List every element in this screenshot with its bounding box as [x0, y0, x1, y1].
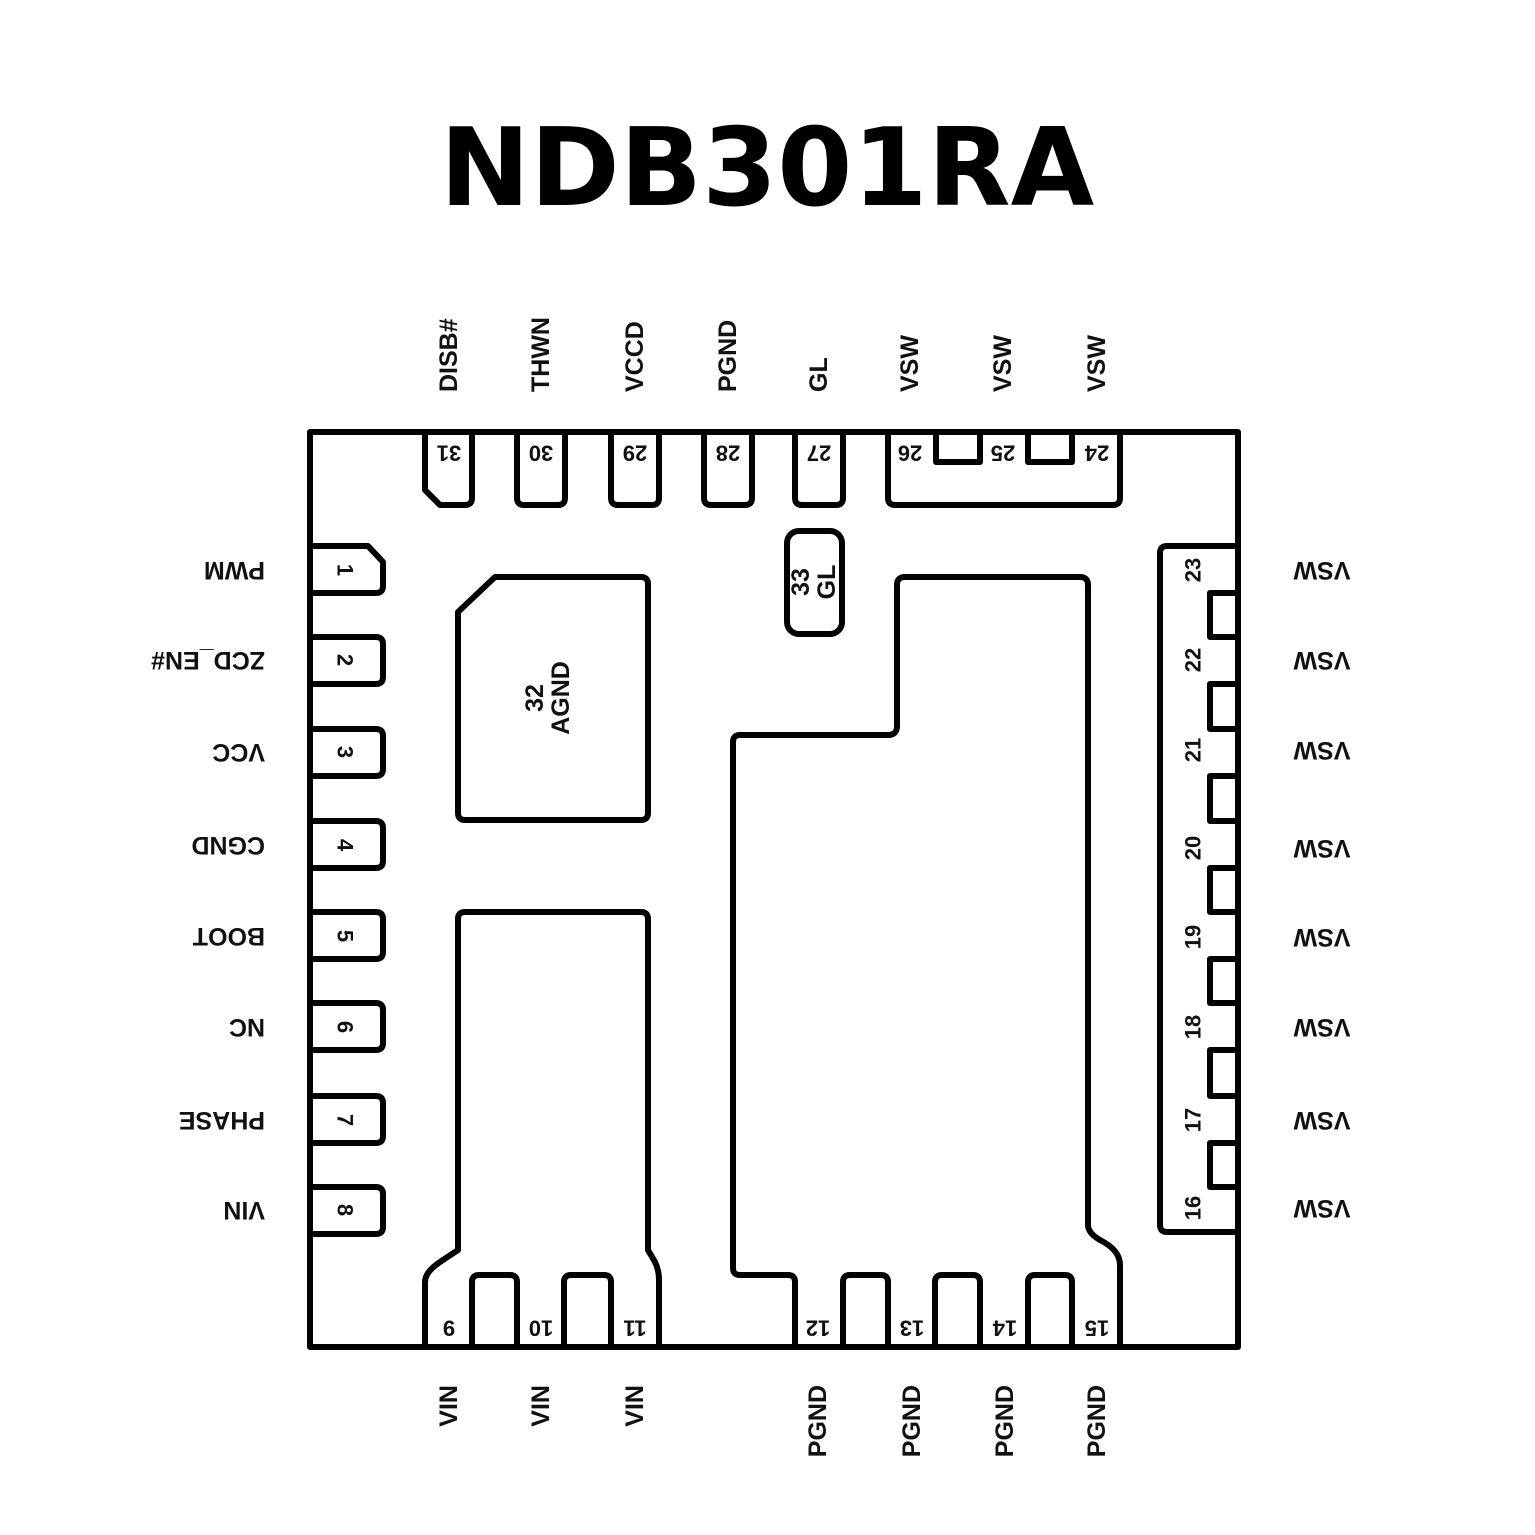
top-pin-number: 25	[991, 441, 1015, 466]
right-pin-number: 20	[1181, 836, 1206, 860]
pin-28	[701, 432, 755, 508]
pin-2	[310, 634, 386, 687]
bottom-pin-label: VIN	[621, 1385, 649, 1427]
top-pin-number: 28	[716, 441, 740, 466]
left-pin-number: 7	[333, 1114, 358, 1126]
right-pin-label: VSW	[1293, 923, 1350, 951]
bottom-pin-label: VIN	[527, 1385, 555, 1427]
top-pin-number: 29	[623, 441, 647, 466]
top-pin-label: PGND	[714, 320, 742, 392]
pin-8	[310, 1184, 386, 1237]
right-pin-number: 16	[1181, 1196, 1206, 1220]
bottom-pin-number: 12	[806, 1316, 830, 1341]
pad-33-number: 33	[787, 568, 815, 596]
top-pin-number: 30	[529, 441, 553, 466]
left-pin-number: 5	[333, 930, 358, 942]
right-pin-label: VSW	[1293, 834, 1350, 862]
pin-3	[310, 726, 386, 779]
left-pin-label: VCC	[212, 738, 265, 766]
left-pin-label: CGND	[191, 831, 265, 859]
right-pin-label: VSW	[1293, 646, 1350, 674]
right-pin-label: VSW	[1293, 1013, 1350, 1041]
top-pin-number: 24	[1084, 441, 1109, 466]
left-pin-number: 3	[333, 746, 358, 758]
bottom-pin-label: PGND	[898, 1385, 926, 1457]
right-pin-label: VSW	[1293, 1106, 1350, 1134]
top-pin-label: DISB#	[435, 318, 463, 392]
top-pin-number: 31	[437, 441, 461, 466]
top-pin-label: VCCD	[621, 321, 649, 392]
bottom-pin-label: VIN	[435, 1385, 463, 1427]
gl-pad	[784, 528, 845, 637]
left-pin-number: 6	[333, 1021, 358, 1033]
pin-29	[608, 432, 662, 508]
right-pin-number: 19	[1181, 925, 1206, 949]
pin-4	[310, 818, 386, 871]
vin-pad	[422, 909, 662, 1347]
pgnd-pad	[730, 574, 1123, 1347]
pad-32-label: AGND	[547, 661, 575, 735]
chip-title: NDB301RA	[440, 106, 1095, 231]
left-pin-number: 1	[333, 564, 358, 576]
bottom-pin-number: 10	[529, 1316, 553, 1341]
bottom-pin-number: 13	[900, 1316, 924, 1341]
top-pin-label: VSW	[989, 335, 1017, 392]
top-pin-label: VSW	[896, 335, 924, 392]
pin-6	[310, 1000, 386, 1053]
right-pin-number: 21	[1181, 738, 1206, 762]
right-pin-number: 22	[1181, 648, 1206, 672]
bottom-pin-number: 14	[992, 1316, 1017, 1341]
pin-5	[310, 909, 386, 962]
bottom-pin-number: 9	[443, 1316, 455, 1341]
pin-31	[422, 432, 475, 508]
left-pin-label: PHASE	[179, 1106, 265, 1134]
right-pin-label: VSW	[1293, 556, 1350, 584]
left-pin-number: 8	[333, 1204, 358, 1216]
bottom-pin-label: PGND	[804, 1385, 832, 1457]
left-pin-number: 4	[333, 839, 358, 852]
bottom-pin-label: PGND	[1083, 1385, 1111, 1457]
agnd-pad	[455, 574, 651, 823]
left-pin-label: PWM	[204, 556, 265, 584]
left-pin-label: NC	[229, 1013, 265, 1041]
left-pin-label: VIN	[223, 1196, 265, 1224]
right-pin-number: 23	[1181, 558, 1206, 582]
top-pin-label: THWN	[527, 317, 555, 392]
right-pin-label: VSW	[1293, 736, 1350, 764]
top-pin-label: VSW	[1083, 335, 1111, 392]
top-pins	[422, 432, 1123, 508]
pad-32-number: 32	[521, 684, 549, 712]
pad-33-label: GL	[813, 565, 841, 600]
top-pin-label: GL	[805, 357, 833, 392]
right-pin-label: VSW	[1293, 1194, 1350, 1222]
left-pin-label: BOOT	[193, 922, 265, 950]
right-pin-number: 18	[1181, 1015, 1206, 1039]
pin-1	[310, 543, 386, 596]
left-pin-number: 2	[333, 654, 358, 666]
left-pin-label: ZCD_EN#	[151, 646, 265, 674]
pins-16-23	[1157, 543, 1238, 1235]
top-pin-number: 27	[807, 441, 831, 466]
chip-body	[307, 429, 1241, 1350]
pin-30	[514, 432, 568, 508]
bottom-pin-number: 11	[623, 1316, 646, 1341]
bottom-pin-number: 15	[1085, 1316, 1109, 1341]
right-pin-number: 17	[1181, 1108, 1206, 1132]
left-pins	[310, 543, 386, 1237]
pin-27	[792, 432, 846, 508]
bottom-pin-label: PGND	[991, 1385, 1019, 1457]
top-pin-number: 26	[898, 441, 922, 466]
pins-24-26	[885, 432, 1123, 508]
pin-7	[310, 1093, 386, 1146]
